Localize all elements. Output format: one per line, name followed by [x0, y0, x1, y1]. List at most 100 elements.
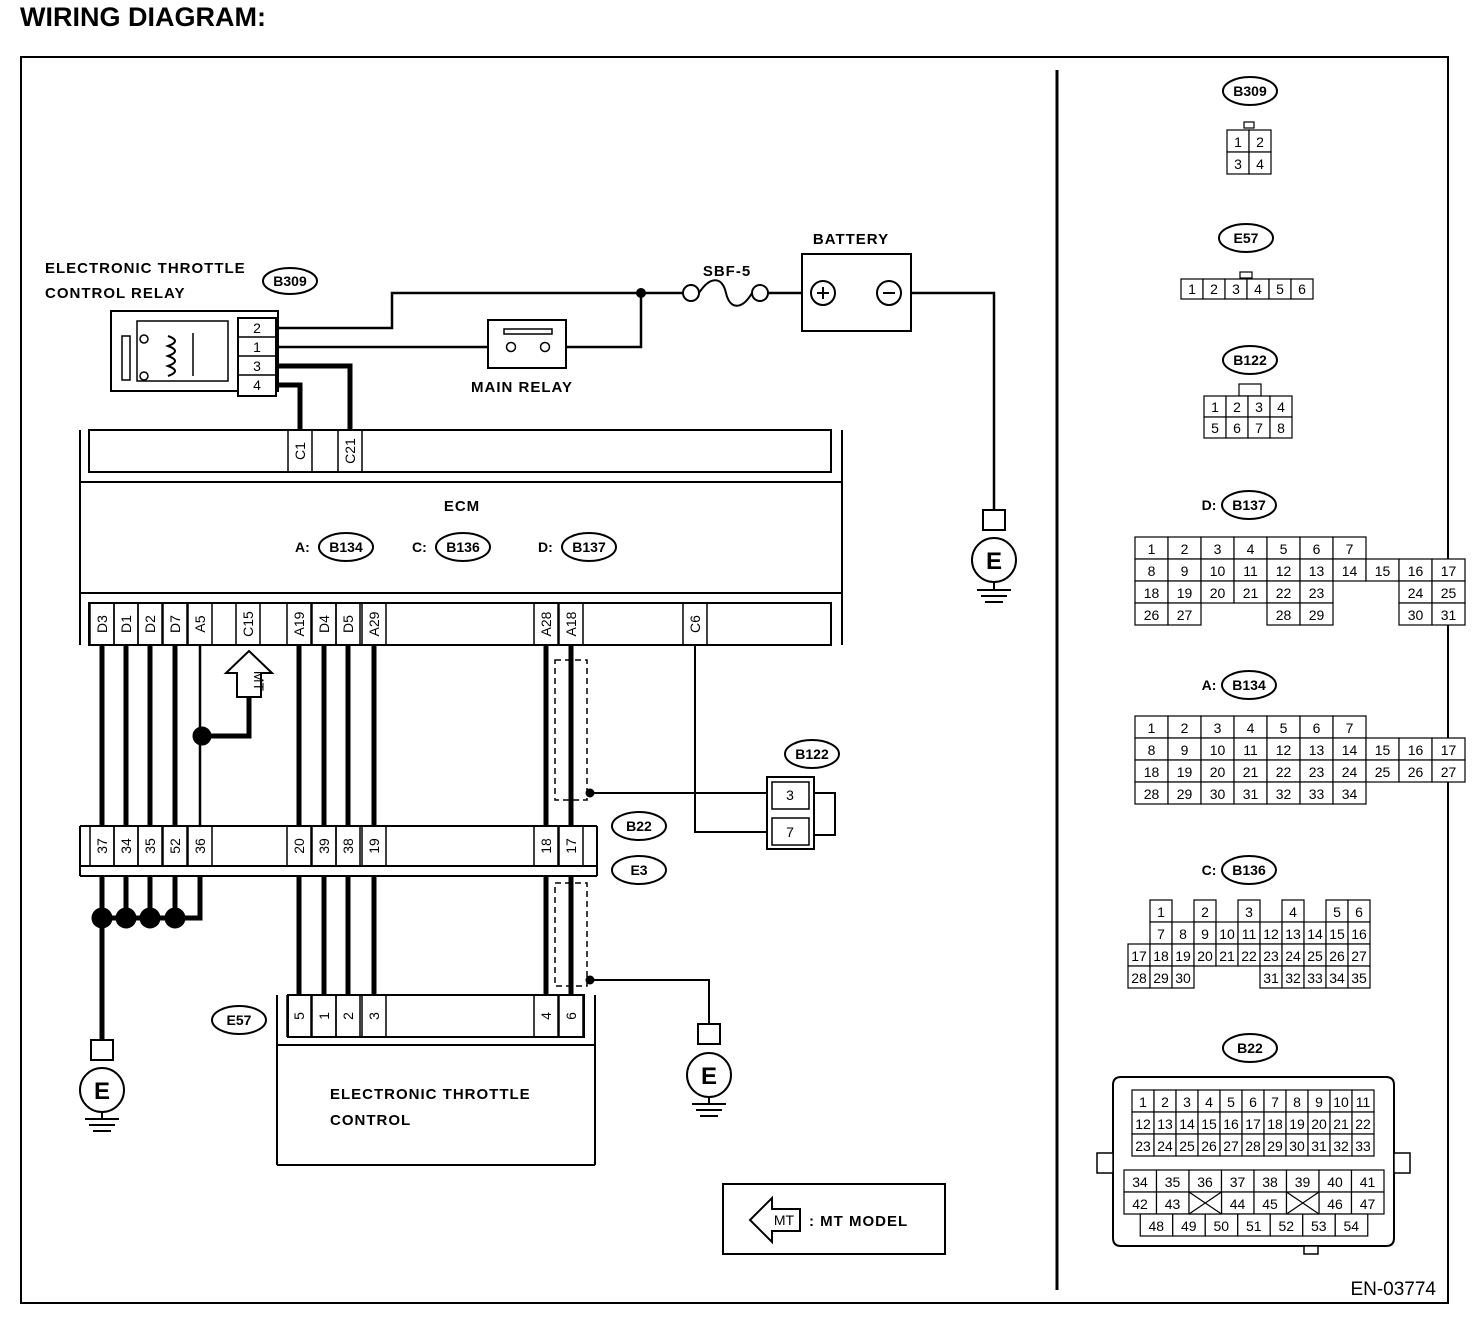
- pin-number: 14: [1342, 563, 1358, 579]
- ecm-top-pin: C1: [292, 442, 308, 460]
- pin-number: 6: [1233, 420, 1241, 436]
- pin-number: 3: [1183, 1094, 1191, 1110]
- pin-number: 1: [1139, 1094, 1147, 1110]
- pin-number: 34: [1342, 786, 1358, 802]
- ecm-bottom-pin: A5: [192, 615, 208, 632]
- pin-number: 29: [1177, 786, 1193, 802]
- ecm: ECM A: B134 C: B136 D: B137 C1 C21: [79, 429, 843, 646]
- pin-number: 7: [1157, 926, 1165, 942]
- relay-pin: 1: [253, 339, 261, 355]
- pin-number: 25: [1307, 948, 1323, 964]
- joint-pin: 19: [366, 838, 382, 854]
- pin-cell: [1167, 602, 1202, 626]
- pin-number: 16: [1408, 563, 1424, 579]
- pin-number: 43: [1165, 1196, 1181, 1212]
- pin-number: 14: [1307, 926, 1323, 942]
- pin-number: 36: [1197, 1174, 1213, 1190]
- pin-number: 6: [1298, 281, 1306, 297]
- pin-number: 25: [1441, 585, 1457, 601]
- etc-pin: 3: [366, 1012, 382, 1020]
- ecm-bottom-pin: D4: [316, 615, 332, 633]
- pin-number: 38: [1262, 1174, 1278, 1190]
- pin-number: 22: [1276, 585, 1292, 601]
- pin-number: 11: [1243, 563, 1258, 579]
- pin-number: 32: [1276, 786, 1292, 802]
- pin-number: 6: [1355, 904, 1363, 920]
- etc-conn-id: E57: [227, 1012, 252, 1028]
- relay-terminal: [139, 334, 149, 344]
- connector-id: B134: [1232, 677, 1266, 693]
- pin-number: 52: [1278, 1218, 1294, 1234]
- main-relay-box: [487, 319, 567, 369]
- joint-pin: 20: [291, 838, 307, 854]
- relay-coil-icon: [165, 335, 176, 377]
- ecm-bottom-pin: A18: [563, 611, 579, 636]
- pin-number: 4: [1205, 1094, 1213, 1110]
- pin-number: 29: [1309, 607, 1325, 623]
- pin-number: 20: [1197, 948, 1213, 964]
- joint-connector: B22 E3: [79, 811, 667, 885]
- ecm-bottom-pin: D7: [167, 615, 183, 633]
- pin-number: 9: [1315, 1094, 1323, 1110]
- pin-number: 22: [1355, 1116, 1371, 1132]
- pin-number: 22: [1241, 948, 1257, 964]
- pin-number: 35: [1165, 1174, 1181, 1190]
- pin-number: 2: [1201, 904, 1209, 920]
- pin-number: 17: [1131, 948, 1147, 964]
- ecm-top-connector: [88, 429, 832, 473]
- joint-pin: 36: [192, 838, 208, 854]
- battery-label: BATTERY: [813, 231, 889, 248]
- page-title: WIRING DIAGRAM:: [20, 2, 266, 32]
- pin-number: 27: [1351, 948, 1367, 964]
- fuse-icon: [698, 279, 753, 307]
- pin-number: 19: [1177, 764, 1193, 780]
- pin-number: 37: [1230, 1174, 1246, 1190]
- etc-pin: 1: [316, 1012, 332, 1020]
- connector-id: B137: [1232, 497, 1266, 513]
- pin-number: 1: [1148, 720, 1156, 736]
- pin-number: 2: [1181, 720, 1189, 736]
- legend-mt: MT: [774, 1212, 795, 1228]
- pin-number: 11: [1242, 926, 1257, 942]
- pin-number: 10: [1210, 742, 1226, 758]
- joint-pin: 39: [316, 838, 332, 854]
- legend: MT : MT MODEL: [722, 1183, 946, 1255]
- ground-battery: E: [971, 509, 1017, 603]
- pin-number: 24: [1285, 948, 1301, 964]
- connector-id: B136: [1232, 862, 1266, 878]
- pin-number: 15: [1375, 742, 1391, 758]
- pin-number: 35: [1351, 970, 1367, 986]
- relay-terminal: [139, 371, 149, 381]
- pin-number: 4: [1289, 904, 1297, 920]
- pin-number: 23: [1309, 764, 1325, 780]
- etc-pin: 6: [563, 1012, 579, 1020]
- fuse-label: SBF-5: [703, 263, 751, 280]
- joint-pin: 34: [118, 838, 134, 854]
- pin-number: 8: [1277, 420, 1285, 436]
- etc-pin: 2: [340, 1012, 356, 1020]
- pin-number: 1: [1211, 399, 1219, 415]
- pin-number: 3: [1232, 281, 1240, 297]
- ecm-bottom-pin: A29: [366, 611, 382, 636]
- fuse-sbf5: SBF-5: [682, 263, 769, 307]
- pin-number: 10: [1333, 1094, 1349, 1110]
- pin-number: 28: [1131, 970, 1147, 986]
- joint-conn-id: E3: [630, 862, 647, 878]
- splice-point: [636, 288, 646, 298]
- pin-number: 9: [1181, 742, 1189, 758]
- pin-number: 45: [1262, 1196, 1278, 1212]
- pin-number: 10: [1219, 926, 1235, 942]
- pin-number: 13: [1309, 742, 1325, 758]
- pin-number: 24: [1157, 1138, 1173, 1154]
- ground-label: E: [94, 1078, 110, 1105]
- pin-number: 47: [1360, 1196, 1376, 1212]
- pin-number: 24: [1408, 585, 1424, 601]
- connector-prefix: D:: [1202, 497, 1217, 513]
- pin-number: 20: [1311, 1116, 1327, 1132]
- pin-number: 18: [1144, 585, 1160, 601]
- relay-connector-badge: [262, 267, 318, 295]
- pin-number: 16: [1351, 926, 1367, 942]
- etc-pin: 5: [291, 1012, 307, 1020]
- connector-prefix: C:: [1202, 862, 1217, 878]
